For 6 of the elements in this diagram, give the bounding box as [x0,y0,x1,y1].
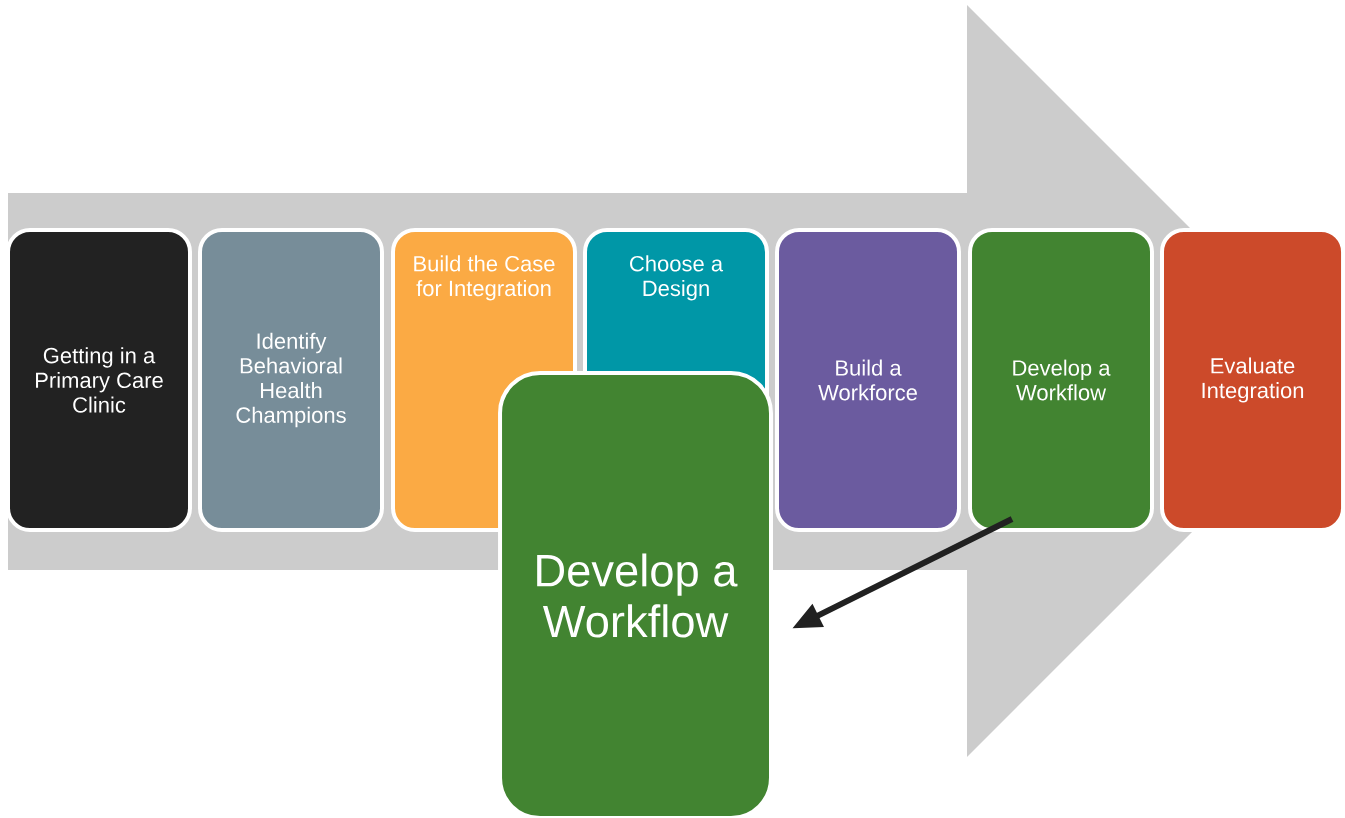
step-box: Develop a Workflow [968,228,1154,532]
step-box: Build a Workforce [775,228,961,532]
step-box: Evaluate Integration [1160,228,1345,532]
zoomed-step-tooltip: Develop a Workflow [498,371,773,818]
step-box: Identify Behavioral Health Champions [198,228,384,532]
step-box: Getting in a Primary Care Clinic [6,228,192,532]
